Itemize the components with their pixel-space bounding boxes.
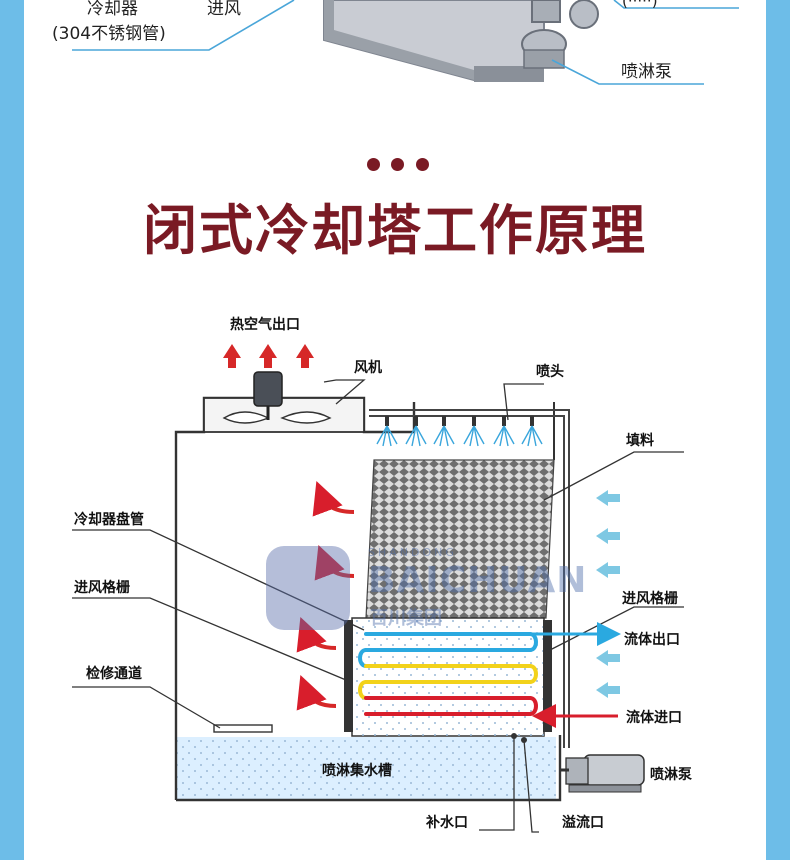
brand-logo-mark xyxy=(266,546,350,630)
spray-cone xyxy=(463,425,485,447)
cold-air-arrow xyxy=(596,562,620,578)
label-nozzle: 喷头 xyxy=(536,364,564,380)
label-maintenance-passage: 检修通道 xyxy=(86,666,142,682)
nozzle xyxy=(414,416,418,426)
title-dot xyxy=(416,158,429,171)
label-cooler-coil: 冷却器盘管 xyxy=(74,512,144,528)
hot-air-arrow xyxy=(259,344,277,368)
cooler-label: 冷却器 xyxy=(87,0,138,19)
cold-air-arrow xyxy=(596,650,620,666)
air-flow-arrow xyxy=(296,617,337,653)
coil-box-texture xyxy=(352,618,544,736)
hot-air-arrow xyxy=(296,344,314,368)
watermark-brand-en: BAICHUAN xyxy=(368,560,588,601)
air-flow-arrow xyxy=(312,481,355,517)
cooler-material-label: (304不锈钢管) xyxy=(52,24,166,44)
fan-blade-right xyxy=(280,411,332,424)
nozzle xyxy=(530,416,534,426)
maintenance-plate xyxy=(213,724,273,733)
cold-air-arrow xyxy=(596,682,620,698)
air-flow-arrow xyxy=(314,545,355,581)
spray-pipe-inner xyxy=(369,415,565,748)
label-fill: 填料 xyxy=(626,433,654,449)
label-air-inlet-grille-left: 进风格栅 xyxy=(74,580,130,596)
air-flow-arrow xyxy=(296,675,337,711)
label-spray-pump: 喷淋泵 xyxy=(650,767,692,783)
cooling-tower-diagram xyxy=(72,371,684,833)
label-fluid-inlet: 流体进口 xyxy=(626,710,682,726)
spray-cone xyxy=(376,425,398,447)
pump-base xyxy=(568,784,642,793)
air-in-label: 进风 xyxy=(207,0,241,19)
makeup-port xyxy=(511,733,517,739)
spray-cone xyxy=(433,425,455,447)
label-overflow-outlet: 溢流口 xyxy=(562,815,604,831)
label-spray-water-tank: 喷淋集水槽 xyxy=(322,763,392,779)
label-fluid-outlet: 流体出口 xyxy=(624,632,680,648)
cold-air-arrow xyxy=(596,490,620,506)
cold-air-arrow xyxy=(596,528,620,544)
left-grille xyxy=(344,620,353,732)
title-dot xyxy=(391,158,404,171)
label-hot-air-outlet: 热空气出口 xyxy=(230,317,300,333)
top-spray-pump-label: 喷淋泵 xyxy=(621,62,672,82)
label-makeup-water-inlet: 补水口 xyxy=(426,815,468,831)
arrow-layer xyxy=(223,344,620,711)
corner-fragment-label: (·····) xyxy=(622,0,658,10)
nozzle xyxy=(502,416,506,426)
nozzle xyxy=(442,416,446,426)
fill-media xyxy=(365,459,555,619)
watermark-brand-cn: 百川集团 xyxy=(370,608,442,629)
water-basin-texture xyxy=(176,737,556,801)
title-dot xyxy=(367,158,380,171)
label-air-inlet-grille-right: 进风格栅 xyxy=(622,591,678,607)
right-grille xyxy=(543,620,552,732)
hot-air-arrow xyxy=(223,344,241,368)
coil-layer xyxy=(358,622,621,728)
tower-outline-bottom xyxy=(176,735,562,802)
nozzle xyxy=(385,416,389,426)
top-equipment-illustration xyxy=(72,0,739,85)
nozzle xyxy=(472,416,476,426)
overflow-port xyxy=(521,737,527,743)
spray-cone xyxy=(521,425,543,447)
spray-cone xyxy=(493,425,515,447)
watermark-brand-small: SHANDONG xyxy=(368,546,457,559)
content-panel: 冷却器 (304不锈钢管) 进风 (·····) 喷淋泵 闭式冷却塔工作原理 xyxy=(24,0,766,860)
label-fan: 风机 xyxy=(354,360,382,376)
leader-lines xyxy=(72,379,684,833)
page-title: 闭式冷却塔工作原理 xyxy=(143,199,647,262)
spray-cone xyxy=(405,425,427,447)
